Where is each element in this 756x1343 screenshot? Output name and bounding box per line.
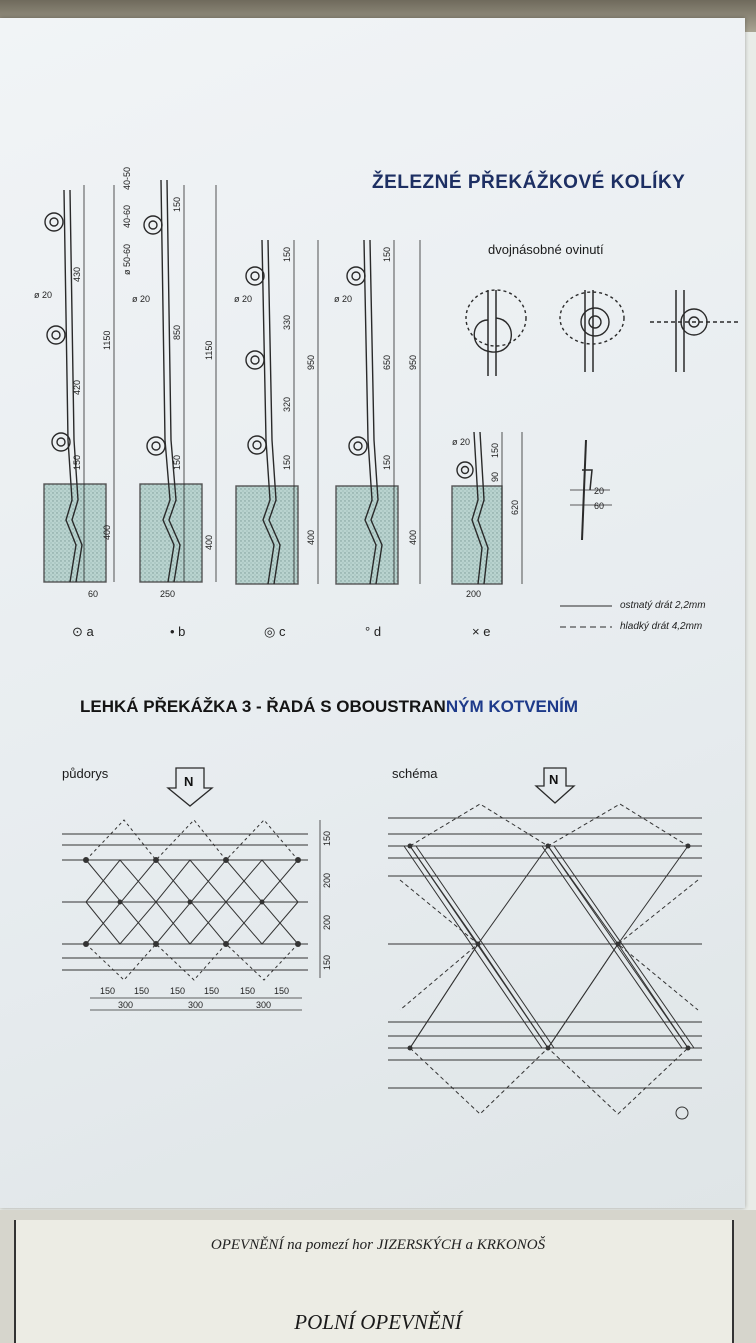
dim-text: 400 bbox=[102, 525, 112, 540]
dim-text: 150 bbox=[490, 443, 500, 458]
double-wrap-label: dvojnásobné ovinutí bbox=[488, 242, 604, 257]
dim-text: 250 bbox=[160, 589, 175, 599]
dim-text: 150 bbox=[204, 986, 219, 996]
legend-smooth: hladký drát 4,2mm bbox=[620, 621, 703, 632]
dim-text: 40-50 bbox=[122, 167, 132, 190]
title-iron-pickets: ŽELEZNÉ PŘEKÁŽKOVÉ KOLÍKY bbox=[372, 172, 686, 193]
pole-label-c: ◎ c bbox=[264, 624, 286, 639]
dim-text: 150 bbox=[382, 455, 392, 470]
dim-text: ø 20 bbox=[452, 437, 470, 447]
dim-text: 320 bbox=[282, 397, 292, 412]
dim-text: ø 20 bbox=[34, 290, 52, 300]
dim-text: 430 bbox=[72, 267, 82, 282]
footer-subtitle: OPEVNĚNÍ na pomezí hor JIZERSKÝCH a KRKO… bbox=[210, 1237, 546, 1253]
dim-text: 850 bbox=[172, 325, 182, 340]
dim-text: ø 20 bbox=[234, 294, 252, 304]
dim-text: 60 bbox=[88, 589, 98, 599]
dim-text: 330 bbox=[282, 315, 292, 330]
dim-text: 150 bbox=[170, 986, 185, 996]
dim-text: 150 bbox=[322, 831, 332, 846]
dim-text: 90 bbox=[490, 472, 500, 482]
dim-text: 150 bbox=[72, 455, 82, 470]
dim-text: 400 bbox=[306, 530, 316, 545]
pole-label-d: ° d bbox=[365, 624, 382, 639]
legend-barbed: ostnatý drát 2,2mm bbox=[620, 600, 706, 611]
dim-text: 300 bbox=[118, 1000, 133, 1010]
north-label-plan: N bbox=[184, 774, 193, 789]
pole-label-a: ⊙ a bbox=[72, 624, 94, 639]
north-label-schema: N bbox=[549, 772, 558, 787]
dim-text: 40-60 bbox=[122, 205, 132, 228]
dim-text: 950 bbox=[408, 355, 418, 370]
dim-text: 150 bbox=[274, 986, 289, 996]
dim-text: 400 bbox=[204, 535, 214, 550]
dim-text: ø 50-60 bbox=[122, 244, 132, 275]
dim-text: 300 bbox=[188, 1000, 203, 1010]
dim-text: 150 bbox=[172, 197, 182, 212]
dim-text: 20 bbox=[594, 486, 604, 496]
dim-text: 300 bbox=[256, 1000, 271, 1010]
dim-text: ø 20 bbox=[132, 294, 150, 304]
dim-text: 200 bbox=[322, 915, 332, 930]
dim-text: 1150 bbox=[102, 331, 112, 350]
dim-text: 150 bbox=[282, 247, 292, 262]
schema-label: schéma bbox=[392, 766, 438, 781]
dim-text: ø 20 bbox=[334, 294, 352, 304]
dim-text: 650 bbox=[382, 355, 392, 370]
title-light-obstacle: LEHKÁ PŘEKÁŽKA 3 - ŘADÁ S OBOUSTRANNÝM K… bbox=[80, 697, 579, 716]
bottom-inner-board bbox=[14, 1220, 734, 1343]
dim-text: 420 bbox=[72, 380, 82, 395]
footer-title: POLNÍ OPEVNĚNÍ bbox=[294, 1310, 462, 1334]
dim-text: 400 bbox=[408, 530, 418, 545]
dim-text: 950 bbox=[306, 355, 316, 370]
dim-text: 200 bbox=[322, 873, 332, 888]
dim-text: 150 bbox=[172, 455, 182, 470]
dim-text: 150 bbox=[134, 986, 149, 996]
dim-text: 150 bbox=[100, 986, 115, 996]
dim-text: 150 bbox=[382, 247, 392, 262]
dim-text: 200 bbox=[466, 589, 481, 599]
dim-text: 150 bbox=[282, 455, 292, 470]
dim-text: 150 bbox=[240, 986, 255, 996]
dim-text: 60 bbox=[594, 501, 604, 511]
pole-label-e: × e bbox=[472, 624, 491, 639]
pole-label-b: • b bbox=[170, 624, 186, 639]
dim-text: 150 bbox=[322, 955, 332, 970]
dim-text: 1150 bbox=[204, 341, 214, 360]
plan-label: půdorys bbox=[62, 766, 109, 781]
dim-text: 620 bbox=[510, 500, 520, 515]
